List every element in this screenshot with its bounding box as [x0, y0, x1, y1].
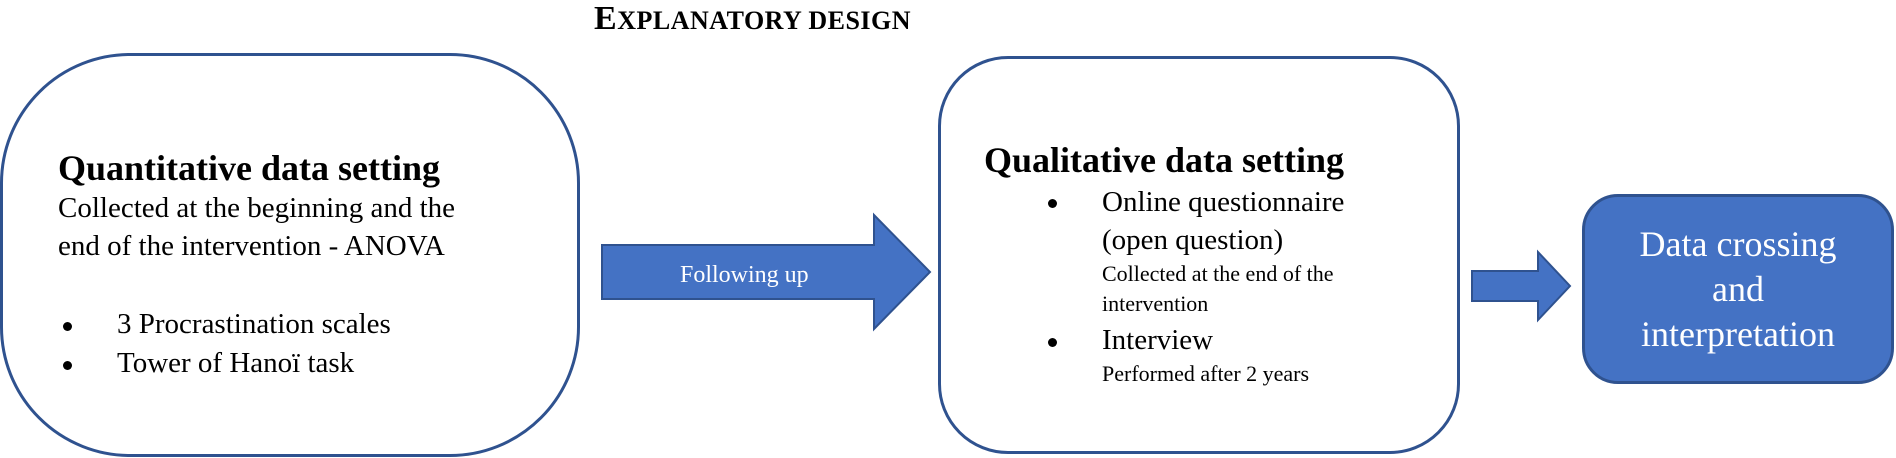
data-crossing-box: [1582, 194, 1894, 384]
quantitative-description-line1: Collected at the beginning and the: [58, 192, 456, 224]
diagram-title: EXPLANATORY DESIGN: [594, 0, 911, 38]
quantitative-description-line2: end of the intervention - ANOVA: [58, 230, 445, 262]
title-rest: XPLANATORY DESIGN: [617, 6, 912, 35]
qualitative-item1-note-line1: Collected at the end of the: [1102, 261, 1334, 286]
qualitative-item2: Interview: [1102, 324, 1214, 356]
bullet-icon: [1048, 338, 1057, 347]
bullet-icon: [63, 322, 72, 331]
qualitative-item2-note: Performed after 2 years: [1102, 361, 1310, 386]
quantitative-heading: Quantitative data setting: [58, 148, 440, 188]
quantitative-item: 3 Procrastination scales: [117, 308, 391, 340]
qualitative-box: [938, 56, 1460, 454]
data-crossing-text: Data crossing and interpretation: [1582, 222, 1894, 357]
title-initial: E: [594, 0, 618, 37]
bullet-icon: [63, 361, 72, 370]
qualitative-item1-line1: Online questionnaire: [1102, 186, 1345, 218]
bullet-icon: [1048, 199, 1057, 208]
data-crossing-line1: Data crossing: [1639, 224, 1837, 264]
quantitative-item: Tower of Hanoï task: [117, 347, 355, 379]
following-up-label: Following up: [680, 262, 809, 288]
data-crossing-line3: interpretation: [1641, 314, 1835, 354]
data-crossing-line2: and: [1712, 269, 1764, 309]
result-arrow: [1471, 249, 1572, 323]
following-up-arrow: [601, 212, 932, 332]
qualitative-heading: Qualitative data setting: [984, 140, 1344, 180]
quantitative-box: [0, 53, 580, 457]
qualitative-item1-line2: (open question): [1102, 224, 1284, 256]
qualitative-item1-note-line2: intervention: [1102, 291, 1209, 316]
